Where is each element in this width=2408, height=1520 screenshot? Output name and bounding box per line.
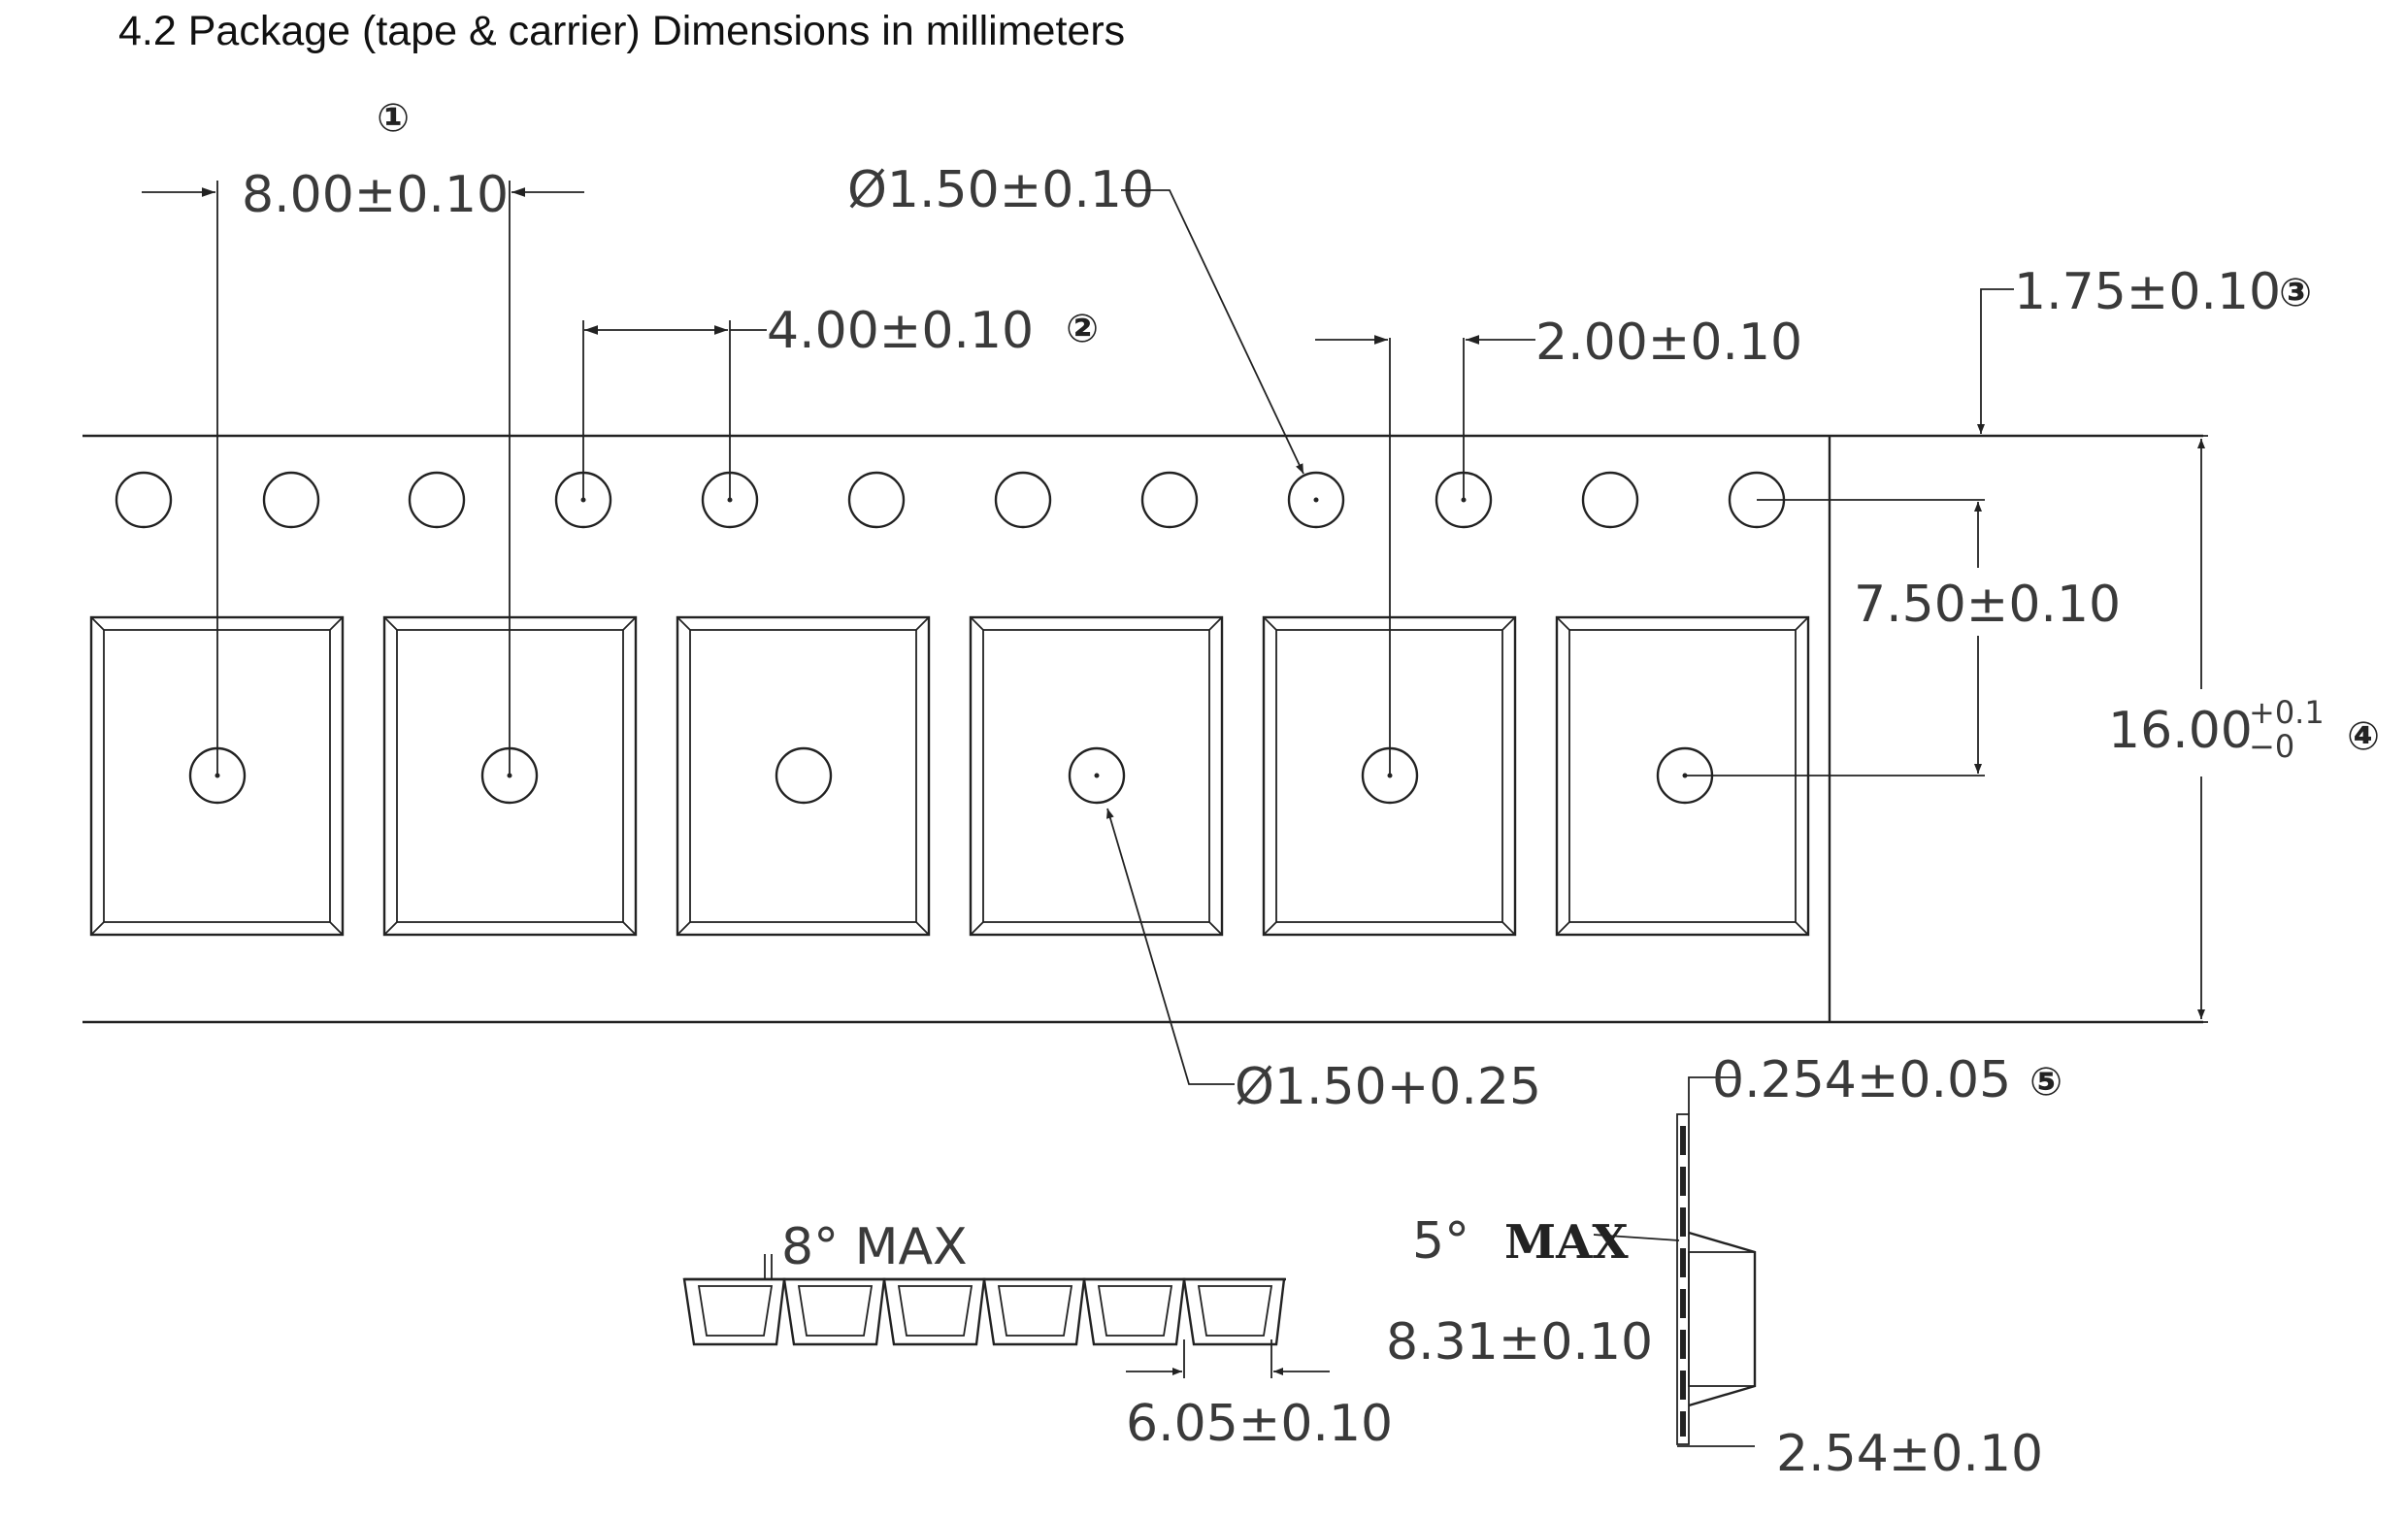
tape-width-dimension: 16.00 +0.1 −0 ④ xyxy=(1830,435,2380,1023)
pocket-3 xyxy=(676,615,931,937)
pocket-offset-dimension: 2.00±0.10 xyxy=(1315,314,1802,776)
marker-1: ① xyxy=(377,96,410,141)
carrier-pockets xyxy=(89,615,1810,937)
pocket-4 xyxy=(969,615,1224,937)
cover-depth-label: 2.54±0.10 xyxy=(1776,1425,2043,1483)
marker-5: ⑤ xyxy=(2029,1060,2062,1105)
marker-4: ④ xyxy=(2347,714,2380,759)
marker-3: ③ xyxy=(2279,271,2312,315)
side-angle-max: MAX xyxy=(1504,1215,1629,1270)
pitch-label: 8.00±0.10 xyxy=(242,166,509,224)
tape-thickness-label: 0.254±0.05 xyxy=(1712,1051,2011,1109)
hole-to-pocket-label: 7.50±0.10 xyxy=(1854,576,2121,634)
sprocket-pitch-label: 4.00±0.10 xyxy=(767,302,1034,360)
hole-to-pocket-dimension: 7.50±0.10 xyxy=(1685,499,2121,777)
draft-angle-label: 8° MAX xyxy=(781,1218,968,1276)
sprocket-holes xyxy=(115,471,1786,529)
tape-profile-view: 0.254±0.05 ⑤ 5° MAX 8.31±0.10 2.54±0.10 xyxy=(1386,1051,2062,1483)
pocket-1 xyxy=(89,615,345,937)
sprocket-pitch-dimension: 4.00±0.10 ② xyxy=(582,302,1099,500)
pocket-hole-diameter-dimension: Ø1.50+0.25 xyxy=(1106,808,1541,1116)
carrier-section-view: 8° MAX 6.05±0.10 xyxy=(682,1218,1393,1453)
edge-offset-label: 1.75±0.10 xyxy=(2014,263,2281,321)
sprocket-hole-diameter-dimension: Ø1.50±0.10 xyxy=(847,161,1304,475)
pocket-hole-diameter-label: Ø1.50+0.25 xyxy=(1235,1058,1541,1116)
tape-width-tol-plus: +0.1 xyxy=(2249,694,2325,731)
page-title: 4.2 Package (tape & carrier) Dimensions … xyxy=(118,8,1126,54)
pocket-offset-label: 2.00±0.10 xyxy=(1535,314,1802,372)
edge-offset-dimension: 1.75±0.10 ③ xyxy=(1977,263,2312,434)
marker-2: ② xyxy=(1066,307,1099,351)
pitch-dimension: 8.00±0.10 ① xyxy=(142,96,584,776)
side-angle-value: 5° xyxy=(1412,1212,1469,1271)
pocket-depth-label: 8.31±0.10 xyxy=(1386,1313,1653,1371)
tape-width-label: 16.00 xyxy=(2108,702,2253,760)
pocket-length-label: 6.05±0.10 xyxy=(1126,1395,1393,1453)
sprocket-hole-diameter-label: Ø1.50±0.10 xyxy=(847,161,1154,219)
tape-width-tol-minus: −0 xyxy=(2249,728,2294,765)
